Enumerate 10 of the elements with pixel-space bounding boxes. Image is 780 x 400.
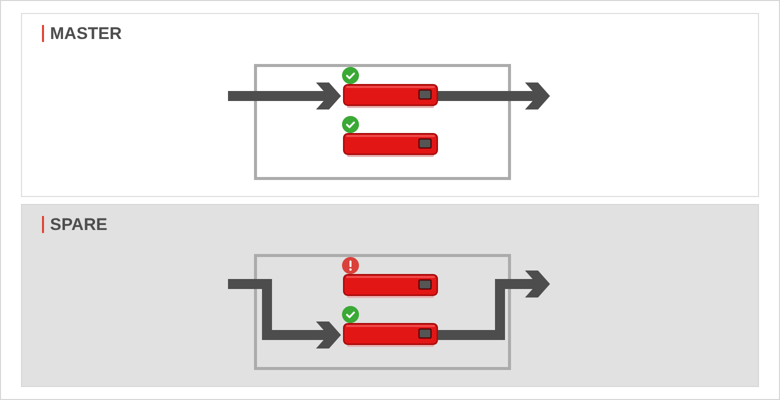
section-heading: MASTER [42, 25, 122, 42]
section-heading: SPARE [42, 216, 108, 233]
rack-device [343, 323, 438, 347]
section-panel [21, 13, 759, 197]
group-frame [254, 64, 511, 180]
rack-device [343, 84, 438, 108]
rack-device [343, 133, 438, 157]
rack-device [343, 274, 438, 298]
group-frame [254, 254, 511, 370]
section-panel [21, 204, 759, 387]
